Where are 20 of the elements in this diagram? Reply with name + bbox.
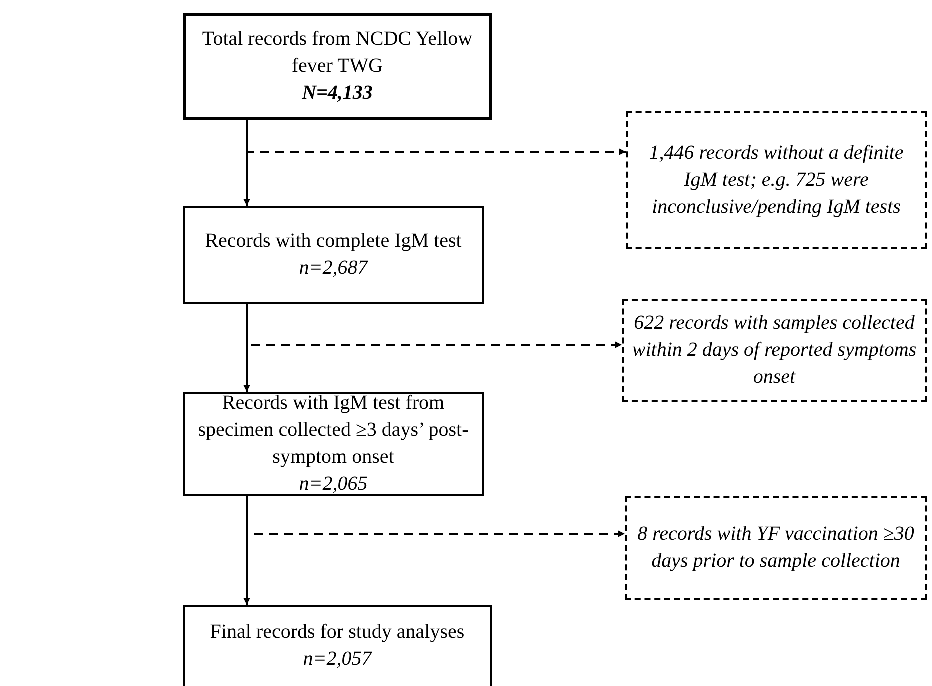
box-text: Total records from NCDC Yellow fever TWG [201,27,474,79]
count-text: n=2,057 [303,647,372,672]
process-box [183,13,492,120]
count-text: n=2,065 [299,472,368,497]
box-text: 622 records with samples collected within 2 days of reported symptoms onset [632,311,917,390]
dashed-arrow [246,496,625,538]
box-text: 8 records with YF vaccination ≥30 days prior to sample collection [636,522,916,574]
box-text: Records with complete IgM test [205,229,462,254]
process-box [183,206,484,304]
process-box [183,392,484,496]
dashed-arrow [246,120,626,156]
box-text: 1,446 records without a definite IgM test; e.g. 725 were inconclusive/pending IgM tests [648,140,905,220]
process-box [183,605,492,686]
count-text: n=2,687 [299,256,368,281]
exclusion-box [625,496,927,600]
box-text: Final records for study analyses [210,620,465,645]
count-text: N=4,133 [302,81,373,106]
exclusion-box [626,111,927,249]
dashed-arrow [246,304,622,348]
exclusion-box [622,299,927,402]
